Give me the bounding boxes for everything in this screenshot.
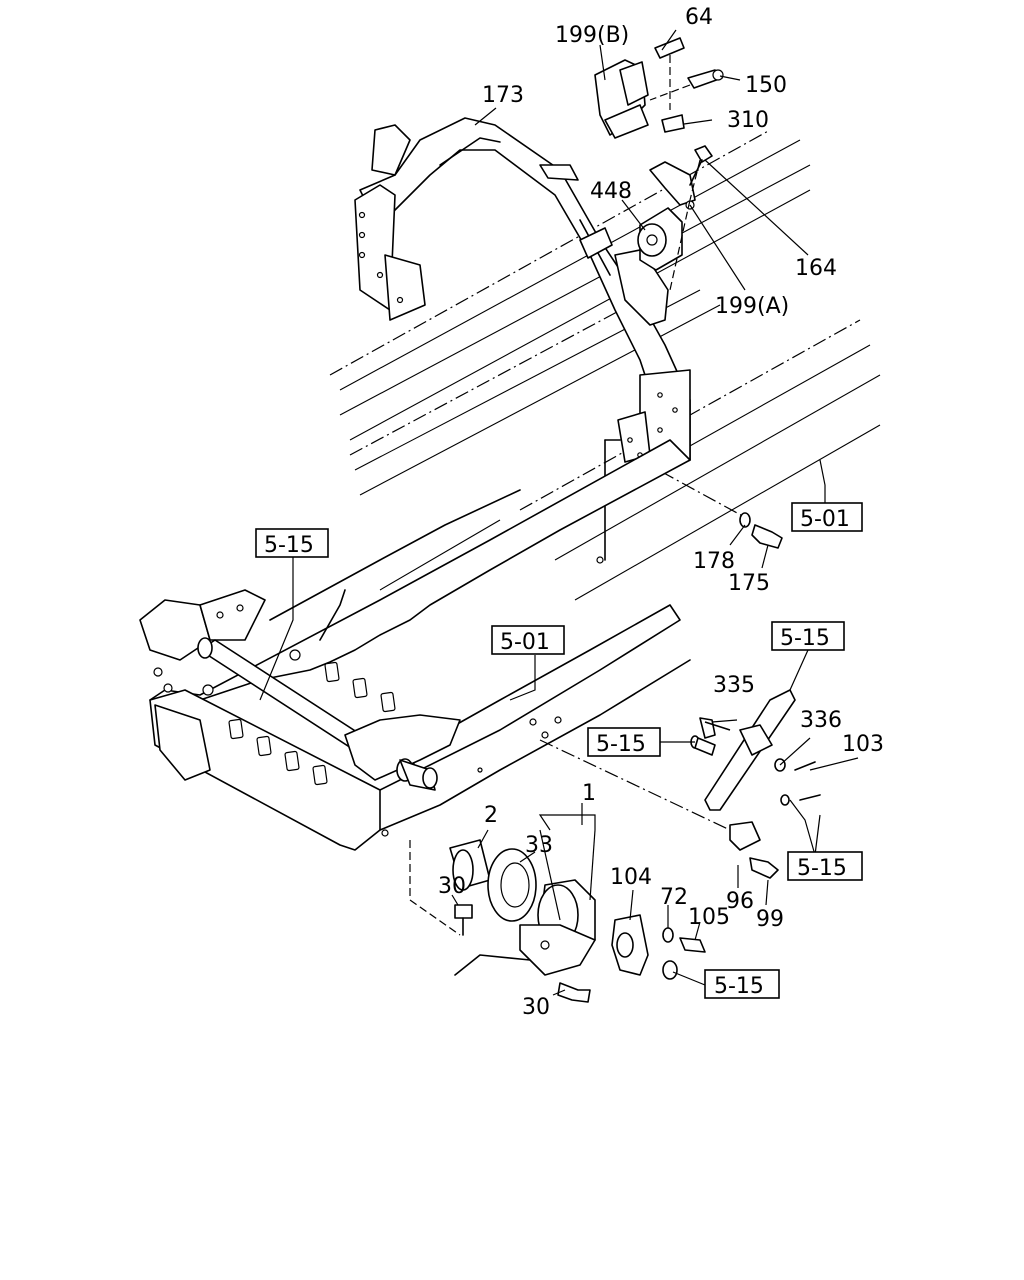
callout-105: 105 (688, 905, 730, 930)
callout-99: 99 (756, 907, 784, 932)
reference-boxes: 5-01 5-15 5-01 5-15 5-15 5-15 5-15 (255, 502, 863, 999)
callout-72: 72 (660, 885, 688, 910)
ref-5-01-right: 5-01 (800, 507, 850, 532)
main-frame-lower (139, 439, 691, 851)
callout-104: 104 (610, 865, 652, 890)
callout-30-lower: 30 (522, 995, 550, 1020)
ref-5-15-top-right: 5-15 (780, 626, 830, 651)
bolt-175-washer-178 (739, 512, 783, 549)
ref-5-01-mid: 5-01 (500, 630, 550, 655)
upper-bracket-199b (594, 37, 724, 139)
bolt-164 (689, 145, 713, 186)
upper-crossmember-173 (354, 117, 691, 469)
ref-5-15-left: 5-15 (264, 533, 314, 558)
callout-310: 310 (727, 108, 769, 133)
ref-5-15-right: 5-15 (797, 856, 847, 881)
callout-96: 96 (726, 889, 754, 914)
callout-164: 164 (795, 256, 837, 281)
callout-178: 178 (693, 549, 735, 574)
callout-173: 173 (482, 83, 524, 108)
callout-30-upper: 30 (438, 874, 466, 899)
callout-150: 150 (745, 73, 787, 98)
ref-5-15-bottom: 5-15 (714, 974, 764, 999)
part-callouts: 64 199(B) 150 310 173 448 164 199(A) 178… (438, 5, 884, 1020)
callout-336: 336 (800, 708, 842, 733)
mount-body-1 (409, 839, 596, 976)
callout-199b: 199(B) (555, 23, 629, 48)
callout-199a: 199(A) (715, 294, 789, 319)
callout-1: 1 (582, 781, 596, 806)
callout-64: 64 (685, 5, 713, 30)
callout-335: 335 (713, 673, 755, 698)
bracket-104 (611, 914, 706, 980)
callout-103: 103 (842, 732, 884, 757)
callout-2: 2 (484, 803, 498, 828)
callout-448: 448 (590, 179, 632, 204)
callout-175: 175 (728, 571, 770, 596)
ref-5-15-mid: 5-15 (596, 732, 646, 757)
mount-insulator-448 (637, 161, 696, 271)
frame-rail-upper (329, 129, 811, 496)
bolt-30-upper (454, 904, 473, 936)
leader-lines (259, 29, 859, 996)
bolt-30-lower (557, 982, 591, 1003)
callout-33: 33 (525, 833, 553, 858)
